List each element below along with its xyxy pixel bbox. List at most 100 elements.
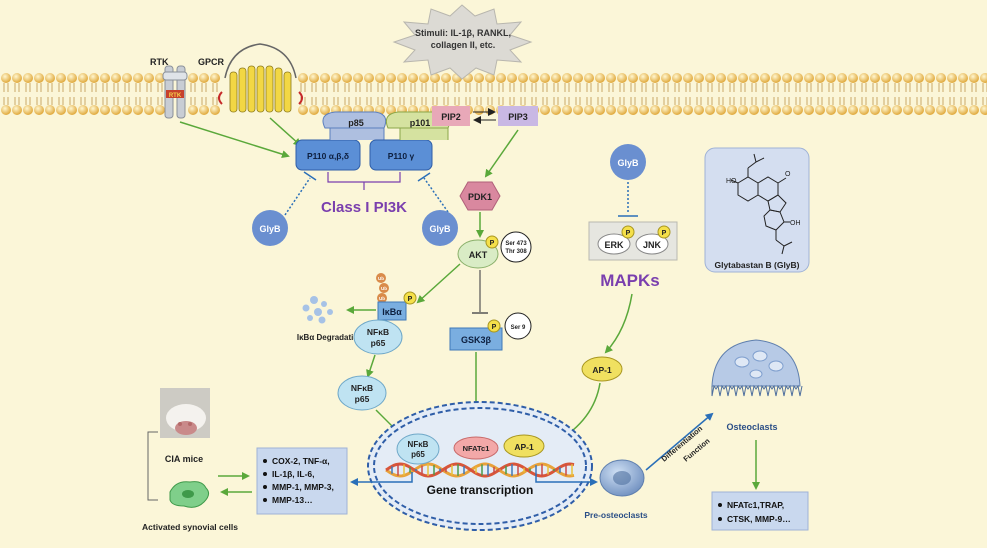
osteoclast-cell: [711, 339, 803, 397]
gene-item-3: MMP-1, MMP-3,: [272, 482, 334, 492]
gene-transcription-label: Gene transcription: [427, 483, 534, 497]
ub-label-2: Ub: [381, 286, 387, 291]
gpcr-label: GPCR: [198, 57, 225, 67]
jnk-label: JNK: [643, 240, 662, 250]
erk-phospho-label: P: [626, 230, 631, 237]
erk-label: ERK: [604, 240, 624, 250]
p85-label: p85: [348, 118, 364, 128]
rtk-label: RTK: [150, 57, 169, 67]
p110-abd-label: P110 α,β,δ: [307, 151, 349, 161]
ikba-degradation-fragments: [302, 296, 333, 324]
glyb-label-1: GlyB: [259, 224, 281, 234]
ikba-phospho-label: P: [408, 296, 413, 303]
nfkb-sub-3: p65: [411, 450, 425, 459]
cell-membrane: [1, 73, 987, 115]
gsk3b-node: GSK3β P Ser 9: [449, 312, 532, 351]
stimuli-line-1: Stimuli: IL-1β, RANKL,: [415, 28, 511, 38]
pre-osteoclasts-label: Pre-osteoclasts: [584, 510, 648, 520]
pi3k-complex: p85 p101 P110 α,β,δ P110 γ Class I PI3K: [295, 111, 451, 216]
glyb-node-1: GlyB: [252, 210, 288, 246]
glyb-inhibit-bar-1: [303, 171, 317, 181]
jnk-phospho-label: P: [662, 230, 667, 237]
nfkb-cyto-2: NFκB p65: [337, 375, 387, 411]
rtk-receptor: RTK RTK: [150, 57, 188, 119]
nucleus: NFκB p65 NFATc1 AP-1 Gene transcription: [367, 401, 593, 531]
nfkb-cyto-1: NFκB p65: [353, 319, 403, 355]
nfatc1-label: NFATc1: [463, 444, 490, 453]
gsk3b-label: GSK3β: [461, 335, 492, 345]
gpcr-receptor: GPCR: [198, 43, 303, 113]
arrow-nucleus-preosteoclast: [535, 474, 598, 486]
glyb-node-3: GlyB: [610, 144, 646, 180]
ub-label-1: Ub: [378, 276, 384, 281]
ub-label-3: Ub: [379, 296, 385, 301]
stimuli-burst: Stimuli: IL-1β, RANKL, collagen II, etc.: [392, 4, 533, 80]
rtk-inner-label: RTK: [169, 93, 182, 99]
svg-text:OH: OH: [790, 220, 801, 227]
akt-node: AKT P Ser 473 Thr 308: [457, 231, 532, 269]
arrow-pip3-pdk1: [484, 129, 519, 178]
cia-mouse-photo: [160, 388, 210, 438]
pip2-label: PIP2: [441, 112, 461, 122]
akt-site-1: Ser 473: [505, 241, 527, 247]
glyb-node-2: GlyB: [422, 210, 458, 246]
marker-item-1: NFATc1,TRAP,: [727, 500, 784, 510]
pip3-label: PIP3: [508, 112, 528, 122]
ikba-label: IκBα: [382, 307, 402, 317]
glyb-label-2: GlyB: [429, 224, 451, 234]
compound-name: Glytabastan B (GlyB): [714, 260, 799, 270]
osteoclasts-label: Osteoclasts: [726, 422, 777, 432]
akt-site-2: Thr 308: [505, 249, 527, 255]
pre-osteoclast-cell: [599, 459, 645, 497]
nfkb-sub-1: p65: [371, 338, 386, 348]
mapk-box: ERK P JNK P: [588, 221, 678, 261]
arrow-nucleus-genes: [350, 472, 413, 486]
synovial-cell: [169, 481, 210, 508]
pip2-box: PIP2: [432, 106, 470, 126]
nfkb-sub-2: p65: [355, 394, 370, 404]
akt-phospho-label: P: [490, 240, 495, 247]
gene-item-4: MMP-13…: [272, 495, 313, 505]
gene-item-1: COX-2, TNF-α,: [272, 456, 330, 466]
gene-item-2: IL-1β, IL-6,: [272, 469, 315, 479]
gsk-phospho-label: P: [492, 324, 497, 331]
mapk-title: MAPKs: [600, 271, 660, 290]
ikba-complex: Ub Ub Ub IκBα P: [376, 273, 417, 321]
gsk-site-label: Ser 9: [511, 325, 526, 331]
ap1-cyto: AP-1: [581, 356, 623, 382]
svg-text:HO: HO: [726, 178, 737, 185]
arrow-differentiation: [645, 412, 714, 471]
pi3k-title: Class I PI3K: [321, 199, 407, 216]
nfkb-label-1: NFκB: [367, 327, 389, 337]
glyb-inhibit-line-1: [284, 177, 311, 216]
glyb-label-3: GlyB: [617, 158, 639, 168]
ap1-nucleus: AP-1: [503, 434, 545, 458]
pdk1-node: PDK1: [459, 181, 501, 211]
ap1-nucleus-label: AP-1: [514, 442, 534, 452]
svg-text:O: O: [785, 171, 791, 178]
marker-list-box: NFATc1,TRAP, CTSK, MMP-9…: [711, 491, 809, 531]
compound-panel: HO O OH Glytabastan B (GlyB): [704, 147, 810, 273]
glyb-inhibit-line-2: [423, 177, 449, 213]
left-bracket: [147, 431, 158, 501]
nfkb-nucleus: NFκB p65: [396, 433, 440, 465]
marker-item-2: CTSK, MMP-9…: [727, 514, 791, 524]
dna-helix: [385, 462, 575, 478]
glyb-inhibit-bar-2: [417, 172, 431, 182]
degradation-label: IκBα Degradation: [297, 333, 363, 342]
stimuli-line-2: collagen II, etc.: [431, 40, 496, 50]
arrow-rtk-pi3k: [179, 121, 290, 159]
ap1-cyto-label: AP-1: [592, 365, 612, 375]
pip3-box: PIP3: [498, 106, 538, 126]
cia-mice-label: CIA mice: [165, 454, 203, 464]
arrow-nfkb-translocate: [366, 354, 376, 378]
synovial-label: Activated synovial cells: [142, 522, 238, 532]
arrow-mapk-ap1: [604, 293, 633, 354]
arrow-akt-ikba: [416, 263, 461, 304]
nfkb-label-3: NFκB: [408, 440, 429, 449]
p101-label: p101: [410, 118, 431, 128]
nfkb-label-2: NFκB: [351, 383, 373, 393]
p110-g-label: P110 γ: [388, 151, 415, 161]
arrow-gpcr-pi3k: [269, 117, 302, 147]
